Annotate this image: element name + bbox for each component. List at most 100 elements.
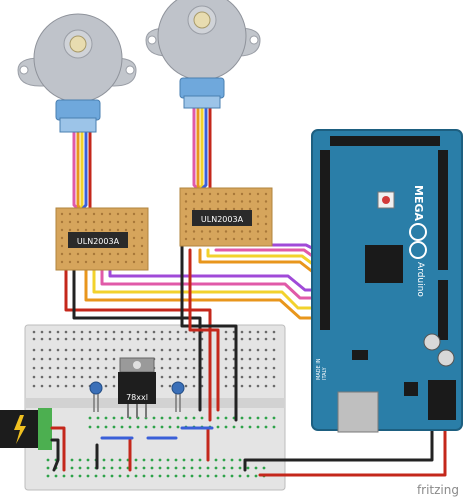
board-hole [100, 252, 104, 256]
board-hole [40, 366, 44, 370]
board-hole [84, 220, 88, 224]
board-hole [168, 348, 172, 352]
board-hole [168, 337, 172, 341]
board-hole [108, 252, 112, 256]
power-jack [428, 380, 456, 420]
board-hole [216, 192, 220, 196]
board-hole [264, 215, 268, 218]
board-hole [174, 474, 178, 478]
board-hole [140, 236, 144, 240]
board-hole [48, 357, 52, 361]
board-hole [240, 230, 244, 233]
board-hole [96, 357, 100, 361]
board-hole [92, 260, 96, 264]
country-label: ITALY [322, 366, 328, 380]
board-hole [46, 466, 50, 470]
board-hole [264, 192, 268, 196]
board-hole [142, 474, 146, 478]
board-hole [76, 220, 80, 224]
board-hole [68, 220, 72, 224]
board-hole [96, 425, 100, 429]
board-hole [144, 348, 148, 352]
board-hole [200, 237, 204, 241]
board-hole [132, 212, 136, 216]
board-hole [110, 458, 114, 462]
board-hole [264, 200, 268, 203]
board-hole [124, 212, 128, 216]
board-hole [100, 260, 104, 264]
board-hole [112, 375, 116, 379]
board-hole [140, 260, 144, 264]
regulator-label: 78xxl [126, 393, 148, 402]
board-hole [248, 192, 252, 196]
board-hole [184, 348, 188, 352]
wires [50, 103, 447, 477]
board-hole [104, 425, 108, 429]
board-hole [192, 357, 196, 361]
board-hole [150, 474, 154, 478]
board-hole [56, 366, 60, 370]
board-hole [76, 212, 80, 216]
voltage-regulator: 78xxl [118, 357, 156, 418]
board-hole [176, 348, 180, 352]
board-hole [48, 330, 52, 334]
board-hole [132, 244, 136, 248]
board-hole [198, 458, 202, 462]
board-hole [60, 236, 64, 240]
board-hole [214, 466, 218, 470]
board-hole [224, 357, 228, 361]
board-hole [64, 384, 68, 388]
board-hole [224, 348, 228, 352]
board-hole [224, 425, 228, 429]
board-hole [224, 366, 228, 370]
board-hole [230, 458, 234, 462]
driver-chip-label: ULN2003A [201, 215, 244, 224]
dc-power-jack [0, 408, 52, 450]
board-hole [78, 458, 82, 462]
board-hole [240, 207, 244, 211]
board-hole [168, 375, 172, 379]
board-hole [118, 458, 122, 462]
board-hole [108, 212, 112, 216]
board-hole [200, 416, 204, 420]
board-hole [56, 357, 60, 361]
board-hole [72, 337, 76, 341]
board-hole [60, 260, 64, 264]
board-hole [94, 474, 98, 478]
board-hole [134, 466, 138, 470]
board-hole [198, 474, 202, 478]
board-hole [118, 466, 122, 470]
board-hole [120, 337, 124, 341]
board-hole [140, 252, 144, 256]
board-hole [184, 384, 188, 388]
board-hole [144, 425, 148, 429]
board-hole [92, 212, 96, 216]
board-hole [224, 192, 228, 196]
board-hole [140, 228, 144, 232]
board-hole [240, 416, 244, 420]
board-hole [264, 375, 268, 379]
board-hole [60, 244, 64, 248]
board-hole [134, 458, 138, 462]
board-hole [124, 220, 128, 224]
board-hole [72, 384, 76, 388]
board-hole [46, 474, 50, 478]
board-hole [32, 330, 36, 334]
board-hole [78, 466, 82, 470]
board-hole [254, 466, 258, 470]
board-hole [68, 252, 72, 256]
board-hole [192, 230, 196, 233]
board-hole [184, 337, 188, 341]
board-hole [248, 330, 252, 334]
board-hole [168, 330, 172, 334]
board-hole [140, 244, 144, 248]
board-hole [224, 330, 228, 334]
board-hole [64, 357, 68, 361]
board-hole [76, 228, 80, 232]
board-hole [134, 474, 138, 478]
board-hole [248, 237, 252, 241]
board-hole [240, 192, 244, 196]
board-brand-label: Arduino [415, 262, 425, 297]
arduino-logo [409, 223, 427, 259]
